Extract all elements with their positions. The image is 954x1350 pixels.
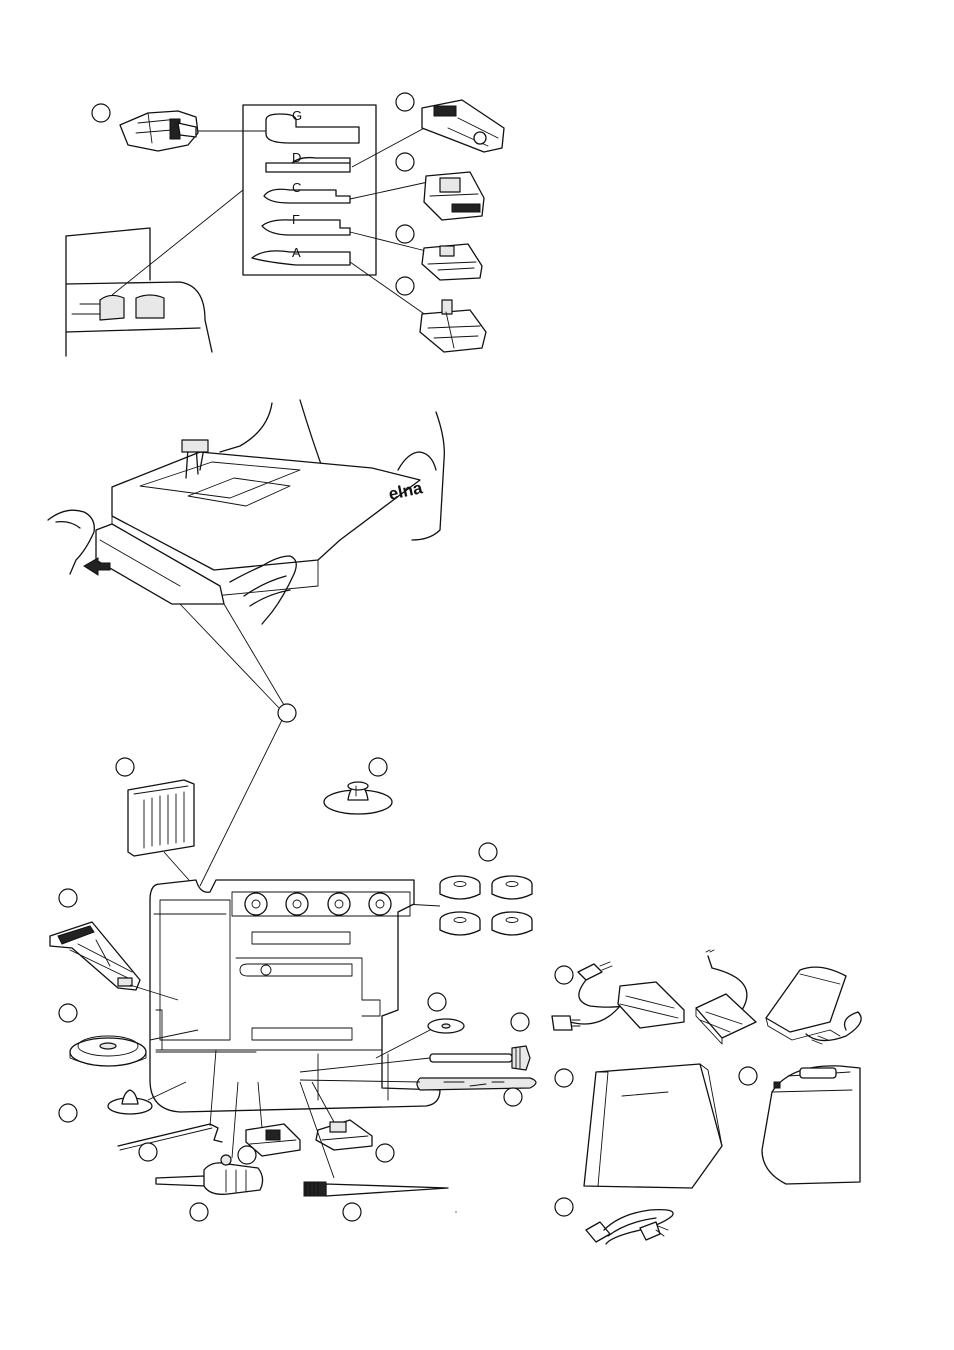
callout-circle: [511, 1013, 529, 1031]
bobbin-group: [404, 876, 532, 935]
bobbin-icon: [492, 876, 532, 899]
callout-circle: [369, 758, 387, 776]
foot-profile-c: [264, 189, 350, 203]
callout-circle: [428, 993, 446, 1011]
foot-label-g: G: [292, 108, 302, 123]
needle-pack-icon: [128, 780, 196, 888]
callout-circle: [116, 758, 134, 776]
foot-label-f: F: [292, 212, 300, 227]
dust-cover-icon: [584, 1064, 722, 1188]
callout-circle: [396, 225, 414, 243]
presser-foot-icon: [422, 244, 482, 280]
callout-circle: [479, 843, 497, 861]
callout-circle: [376, 1144, 394, 1162]
foot-label-c: C: [292, 180, 301, 195]
callout-circle: [396, 93, 414, 111]
callout-circle: [59, 1104, 77, 1122]
callout-circle: [92, 104, 110, 122]
presser-foot-icon: [420, 300, 486, 352]
callout-circle: [190, 1203, 208, 1221]
callout-circle: [396, 153, 414, 171]
machine-top-open-lid: [66, 228, 212, 356]
foot-profile-a: [252, 251, 350, 265]
bobbin-icon: [492, 912, 532, 935]
foot-control-icon: [766, 967, 861, 1044]
callout-circle: [343, 1203, 361, 1221]
hard-case-icon: [762, 1066, 860, 1184]
presser-foot-icon: [120, 111, 198, 151]
callout-circle: [504, 1088, 522, 1106]
foot-profile-f: [262, 220, 350, 235]
callout-circle: [555, 966, 573, 984]
bobbin-icon: [440, 876, 480, 899]
foot-profile-g: [266, 114, 359, 143]
callout-circle: [555, 1198, 573, 1216]
foot-chart: G D C F A: [243, 105, 376, 275]
sewing-machine: elna: [48, 400, 444, 624]
presser-foot-icon: [422, 100, 504, 152]
callout-circle: [59, 1004, 77, 1022]
callout-circle: [739, 1067, 757, 1085]
foot-label-a: A: [292, 245, 301, 260]
foot-profile-d: [266, 158, 350, 172]
felt-washer-icon: [376, 1019, 464, 1058]
callout-circle: [238, 1146, 256, 1164]
bobbin-icon: [440, 912, 480, 935]
power-cord-icon: [586, 1210, 673, 1244]
callout-circle: [555, 1069, 573, 1087]
callout-circle: [59, 889, 77, 907]
foot-label-d: D: [292, 150, 301, 165]
presser-foot-icon: [424, 172, 484, 220]
accessory-box-icon: [150, 880, 440, 1112]
foot-control-icon: [696, 950, 756, 1044]
callout-circle: [278, 704, 296, 722]
callout-circle: [139, 1143, 157, 1161]
callout-circle: [396, 277, 414, 295]
spool-cap-icon: [324, 782, 392, 814]
